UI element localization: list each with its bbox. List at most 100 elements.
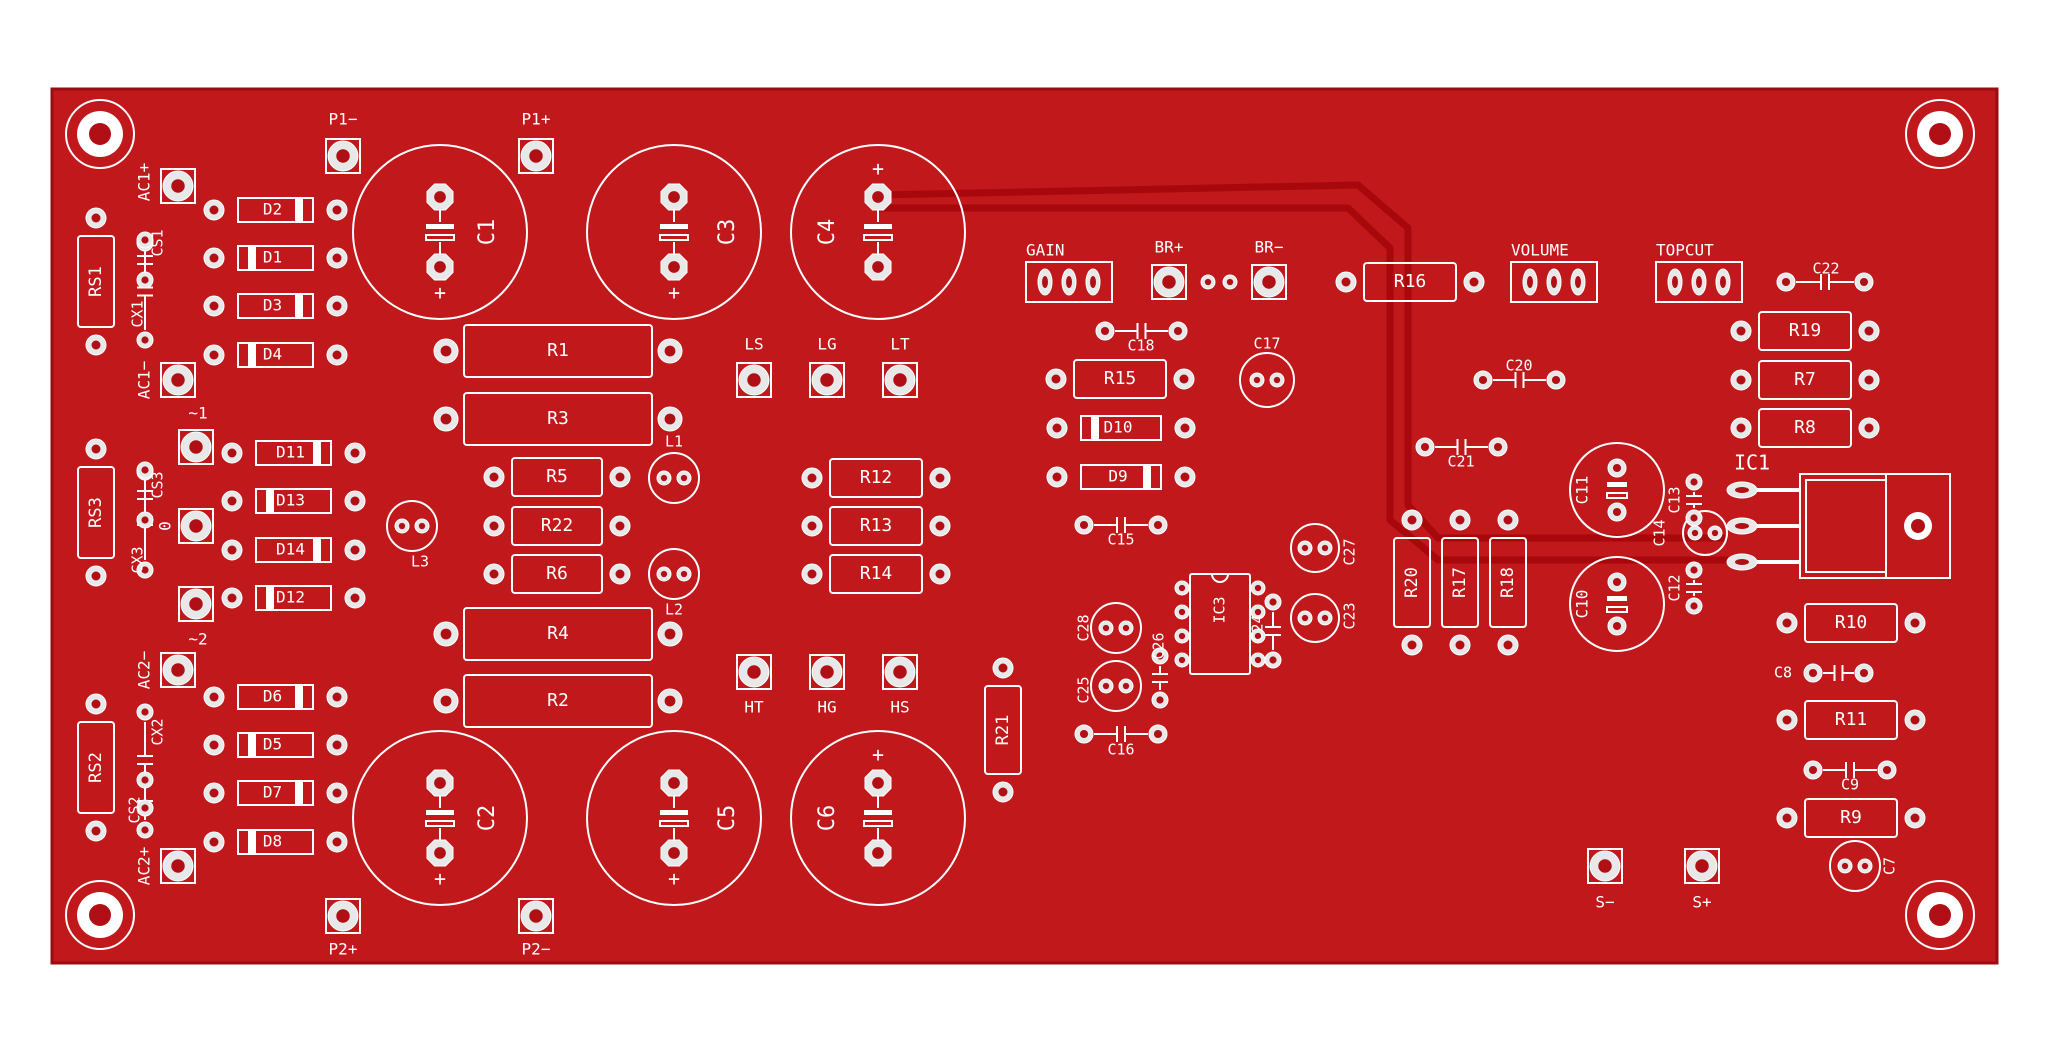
cap-c5-outline bbox=[586, 730, 762, 906]
label-c28: C28 bbox=[1075, 614, 1093, 641]
label-r15: R15 bbox=[1104, 368, 1137, 389]
diode-pad-hole bbox=[332, 788, 342, 798]
label-c16: C16 bbox=[1107, 741, 1134, 759]
label-t0: 0 bbox=[156, 521, 175, 531]
resistor-pad-hole bbox=[440, 695, 452, 707]
resistor-pad-hole bbox=[1503, 640, 1513, 650]
resistor-r13-body bbox=[829, 506, 923, 546]
resistor-r21-body bbox=[984, 685, 1022, 775]
connector-sp-frame bbox=[1684, 848, 1720, 884]
label-ls: LS bbox=[744, 335, 763, 354]
resistor-pad-hole bbox=[807, 521, 817, 531]
resistor-r11-body bbox=[1804, 700, 1898, 740]
label-ac1p: AC1+ bbox=[135, 163, 154, 202]
resistor-r16-body bbox=[1363, 262, 1457, 302]
resistor-r10-body bbox=[1804, 603, 1898, 643]
cap-plate bbox=[864, 810, 892, 815]
mounting-hole-ring bbox=[1905, 99, 1975, 169]
header-pin-hole bbox=[1527, 276, 1533, 288]
diode-pad-hole bbox=[227, 545, 237, 555]
resistor-pad-hole bbox=[91, 699, 101, 709]
cap-plate bbox=[864, 224, 892, 229]
label-t0: + bbox=[434, 281, 446, 305]
diode-pad-hole bbox=[1052, 423, 1062, 433]
cap-pad-hole bbox=[1122, 624, 1130, 632]
diode-pad-hole bbox=[227, 496, 237, 506]
diode-pad-hole bbox=[1052, 472, 1062, 482]
label-d10: D10 bbox=[1104, 418, 1133, 437]
cap-pad-hole bbox=[1321, 544, 1329, 552]
resistor-r2-body bbox=[463, 674, 653, 728]
diode-pad-hole bbox=[1180, 423, 1190, 433]
cap-pad-hole bbox=[660, 474, 668, 482]
cap-c1-outline bbox=[352, 144, 528, 320]
resistor-pad-hole bbox=[1910, 813, 1920, 823]
mounting-hole-center bbox=[89, 123, 111, 145]
label-t2: ~2 bbox=[188, 630, 207, 649]
ic1-pin-hole bbox=[1735, 523, 1749, 529]
label-cs2: CS2 bbox=[126, 796, 144, 823]
resistor-pad-hole bbox=[1736, 326, 1746, 336]
cap-pad-hole bbox=[434, 191, 446, 203]
resistor-rs1-body bbox=[77, 235, 115, 328]
diode-d5-body bbox=[237, 732, 314, 758]
cap-pad-hole bbox=[1808, 765, 1818, 775]
resistor-pad-hole bbox=[489, 569, 499, 579]
ic3-pin-hole bbox=[1254, 656, 1262, 664]
label-p1m: P1− bbox=[329, 110, 358, 129]
resistor-r12-body bbox=[829, 458, 923, 498]
label-r5: R5 bbox=[546, 466, 568, 487]
header-pin-hole bbox=[1575, 276, 1581, 288]
diode-band bbox=[295, 198, 303, 222]
label-r18: R18 bbox=[1498, 567, 1518, 598]
cap-c2-outline bbox=[352, 730, 528, 906]
cap-pad-hole bbox=[1691, 529, 1699, 537]
resistor-pad-hole bbox=[1341, 277, 1351, 287]
cap-pad-hole bbox=[872, 191, 884, 203]
label-r3: R3 bbox=[547, 408, 569, 429]
connector-p1p-frame bbox=[518, 138, 554, 174]
resistor-r8-body bbox=[1758, 408, 1852, 448]
resistor-r7-body bbox=[1758, 360, 1852, 400]
connector-t2-frame bbox=[178, 586, 214, 622]
label-ic1: IC1 bbox=[1734, 451, 1770, 475]
cap-plate bbox=[1607, 596, 1627, 601]
cap-plate bbox=[1606, 492, 1628, 499]
cap-pad-hole bbox=[1079, 520, 1089, 530]
label-c15: C15 bbox=[1107, 531, 1134, 549]
cap-pad-hole bbox=[1153, 729, 1163, 739]
cap-l2-outline bbox=[648, 548, 700, 600]
diode-d1-body bbox=[237, 245, 314, 271]
ic3-pin-hole bbox=[1254, 608, 1262, 616]
diode-pad-hole bbox=[332, 350, 342, 360]
cap-c10-outline bbox=[1569, 556, 1665, 652]
label-c24: C24 bbox=[1249, 614, 1267, 641]
connector-t1-hole bbox=[189, 440, 203, 454]
label-d6: D6 bbox=[263, 687, 282, 706]
cap-pad-hole bbox=[434, 847, 446, 859]
connector-ac2m-frame bbox=[160, 652, 196, 688]
label-d11: D11 bbox=[276, 443, 305, 462]
connector-lt-hole bbox=[893, 373, 907, 387]
resistor-pad-hole bbox=[489, 472, 499, 482]
label-t0: + bbox=[668, 281, 680, 305]
label-brp: BR+ bbox=[1155, 238, 1184, 257]
resistor-r4-body bbox=[463, 607, 653, 661]
label-c5: C5 bbox=[715, 805, 740, 832]
label-r2: R2 bbox=[547, 690, 569, 711]
resistor-pad-hole bbox=[935, 521, 945, 531]
ic1-mount-hole-center bbox=[1911, 519, 1925, 533]
diode-band bbox=[248, 246, 256, 270]
connector-ht-frame bbox=[736, 654, 772, 690]
ic3-body bbox=[1189, 573, 1251, 675]
label-cx3: CX3 bbox=[129, 546, 147, 573]
cap-pad-hole bbox=[1156, 696, 1164, 704]
diode-pad-hole bbox=[350, 448, 360, 458]
resistor-pad-hole bbox=[664, 413, 676, 425]
header-pin-hole bbox=[1090, 276, 1096, 288]
labels-layer: +C1+C3+C4+C2+C5+C6C11C10C17C27C23C28C25C… bbox=[86, 110, 1899, 959]
ic3-pin-hole bbox=[1178, 656, 1186, 664]
label-p1p: P1+ bbox=[522, 110, 551, 129]
label-cs1: CS1 bbox=[149, 229, 167, 256]
label-r1: R1 bbox=[547, 340, 569, 361]
